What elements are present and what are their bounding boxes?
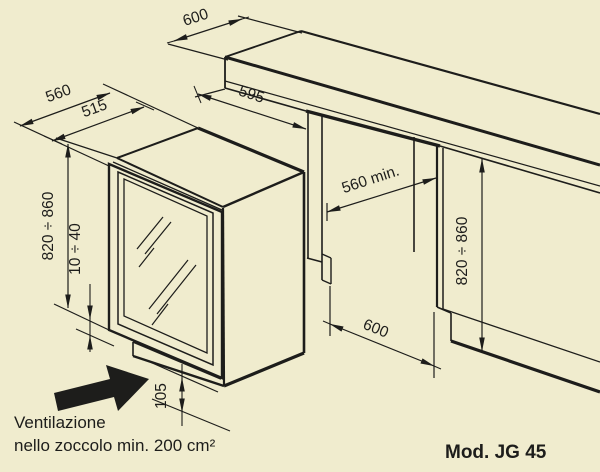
appliance-door [107, 162, 224, 380]
dim-niche-width: 595 [236, 83, 266, 107]
appliance-plinth [132, 341, 225, 388]
model-label: Mod. JG 45 [445, 442, 547, 463]
dimension-lines [13, 15, 485, 432]
dim-total-depth: 560 [43, 81, 73, 106]
dim-body-depth: 515 [79, 96, 109, 121]
glass-reflections [136, 216, 197, 326]
glass-pane [123, 177, 208, 355]
dim-plinth-height: 105 [153, 383, 170, 409]
niche [306, 112, 600, 394]
dim-height-right: 820 ÷ 860 [454, 216, 471, 285]
countertop [224, 29, 600, 194]
ventilation-arrow-icon [54, 365, 149, 411]
dim-height-left: 820 ÷ 860 [40, 191, 57, 260]
dim-door-gap: 10 ÷ 40 [67, 223, 84, 275]
dim-counter-depth: 600 [181, 6, 211, 30]
ventilation-note-line2: nello zoccolo min. 200 cm² [14, 436, 216, 455]
appliance [107, 126, 306, 388]
ventilation-note-line1: Ventilazione [14, 413, 106, 432]
